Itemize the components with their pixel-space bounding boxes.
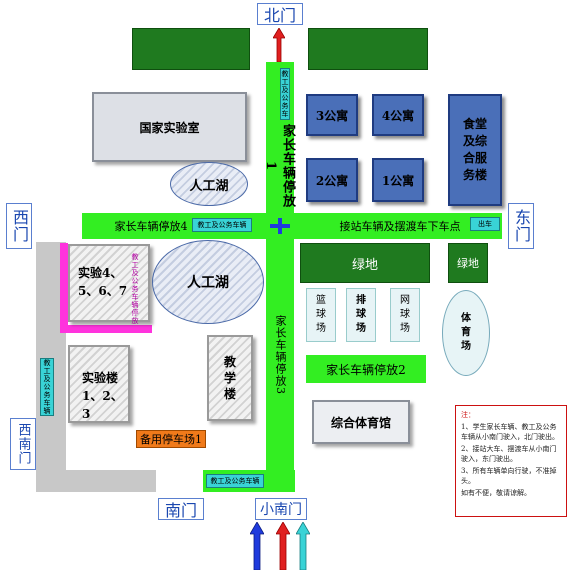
green-area-center: 绿地 bbox=[300, 243, 430, 283]
lab-123-line1: 实验楼 bbox=[82, 371, 119, 385]
tennis-court: 网球场 bbox=[390, 288, 420, 342]
note-item: 3、所有车辆单向行驶，不准掉头。 bbox=[461, 467, 557, 485]
green-area-east-label: 绿地 bbox=[457, 257, 479, 270]
parking-2: 家长车辆停放2 bbox=[306, 355, 426, 383]
note-item: 1、学生家长车辆、教工及公务车辆从小南门驶入，北门驶出。 bbox=[461, 423, 559, 441]
in-arrow-east-road: 出车 bbox=[470, 217, 500, 231]
apartment-1: 1公寓 bbox=[372, 158, 424, 202]
gate-southwest: 西南门 bbox=[10, 418, 36, 470]
entry-arrow-blue bbox=[249, 521, 265, 571]
stadium: 体育场 bbox=[442, 290, 490, 376]
lab-4567-line2: 5、6、7 bbox=[78, 284, 128, 298]
staff-arrow-north: 教工及公务车 bbox=[280, 68, 290, 120]
gate-small-south: 小南门 bbox=[255, 498, 307, 520]
apartment-3: 3公寓 bbox=[306, 94, 358, 136]
teaching-label: 教学楼 bbox=[223, 355, 236, 401]
canteen-label: 食堂及综合服务楼 bbox=[462, 117, 487, 182]
staff-arrow-west-gray: 教工及公务车辆 bbox=[40, 358, 54, 416]
backup-parking-1: 备用停车场1 bbox=[136, 430, 206, 448]
gate-west: 西门 bbox=[6, 203, 32, 249]
lab-123-line2: 1、2、3 bbox=[82, 389, 123, 421]
entry-arrow-red bbox=[275, 521, 291, 571]
staff-arrow-south-road: 教工及公务车辆 bbox=[206, 474, 264, 488]
teaching-building: 教学楼 bbox=[207, 335, 253, 421]
gate-east-label: 东门 bbox=[512, 209, 531, 243]
gate-south: 南门 bbox=[158, 498, 204, 520]
bus-dropoff-label: 接站车辆及摆渡车下车点 bbox=[339, 220, 461, 233]
parking-1-label: 家长车辆停放1 bbox=[263, 124, 295, 208]
note-item: 如有不便，敬请谅解。 bbox=[461, 489, 531, 497]
apartment-2: 2公寓 bbox=[306, 158, 358, 202]
tennis-label: 网球场 bbox=[400, 295, 410, 334]
gym-building: 综合体育馆 bbox=[312, 400, 410, 444]
parking-4-label: 家长车辆停放4 bbox=[114, 220, 188, 233]
gate-east: 东门 bbox=[508, 203, 534, 249]
entry-arrow-cyan bbox=[295, 521, 311, 571]
pink-parking-zone bbox=[60, 243, 152, 333]
staff-arrow-west-road: 教工及公务车辆 bbox=[192, 218, 252, 232]
gate-north: 北门 bbox=[257, 3, 303, 25]
volleyball-label: 排球场 bbox=[356, 295, 366, 334]
note-item: 2、接站大车、摆渡车从小南门驶入，东门驶出。 bbox=[461, 445, 557, 463]
green-area-northwest bbox=[132, 28, 250, 70]
notes-box: 注： 1、学生家长车辆、教工及公务车辆从小南门驶入，北门驶出。 2、接站大车、摆… bbox=[455, 405, 567, 517]
intersection-marker bbox=[270, 218, 290, 234]
lab-4567-line1: 实验4、 bbox=[78, 266, 123, 280]
volleyball-court: 排球场 bbox=[346, 288, 376, 342]
lab-123-building: 实验楼 1、2、3 bbox=[68, 345, 130, 423]
green-area-northeast bbox=[308, 28, 428, 70]
basketball-label: 篮球场 bbox=[316, 295, 326, 334]
lab-4567-building: 实验4、 5、6、7 bbox=[68, 244, 150, 322]
canteen-building: 食堂及综合服务楼 bbox=[448, 94, 502, 206]
lake-north-label: 人工湖 bbox=[189, 178, 229, 194]
lake-south-label: 人工湖 bbox=[187, 275, 229, 291]
road-main-vertical bbox=[266, 62, 294, 492]
north-exit-arrow-red bbox=[272, 27, 286, 63]
lake-north: 人工湖 bbox=[170, 162, 248, 206]
basketball-court: 篮球场 bbox=[306, 288, 336, 342]
green-area-east: 绿地 bbox=[448, 243, 488, 283]
notes-title: 注： bbox=[461, 411, 475, 419]
green-area-center-label: 绿地 bbox=[351, 257, 378, 273]
road-west-gray-bottom bbox=[36, 470, 156, 492]
apartment-4: 4公寓 bbox=[372, 94, 424, 136]
road-main-horizontal bbox=[82, 213, 502, 239]
pink-parking-label: 教工及公务车辆停放 bbox=[131, 253, 139, 325]
parking-3-label: 家长车辆停放3 bbox=[274, 315, 287, 395]
stadium-label: 体育场 bbox=[461, 313, 471, 352]
lake-south: 人工湖 bbox=[152, 240, 264, 324]
national-lab-building: 国家实验室 bbox=[92, 92, 247, 162]
